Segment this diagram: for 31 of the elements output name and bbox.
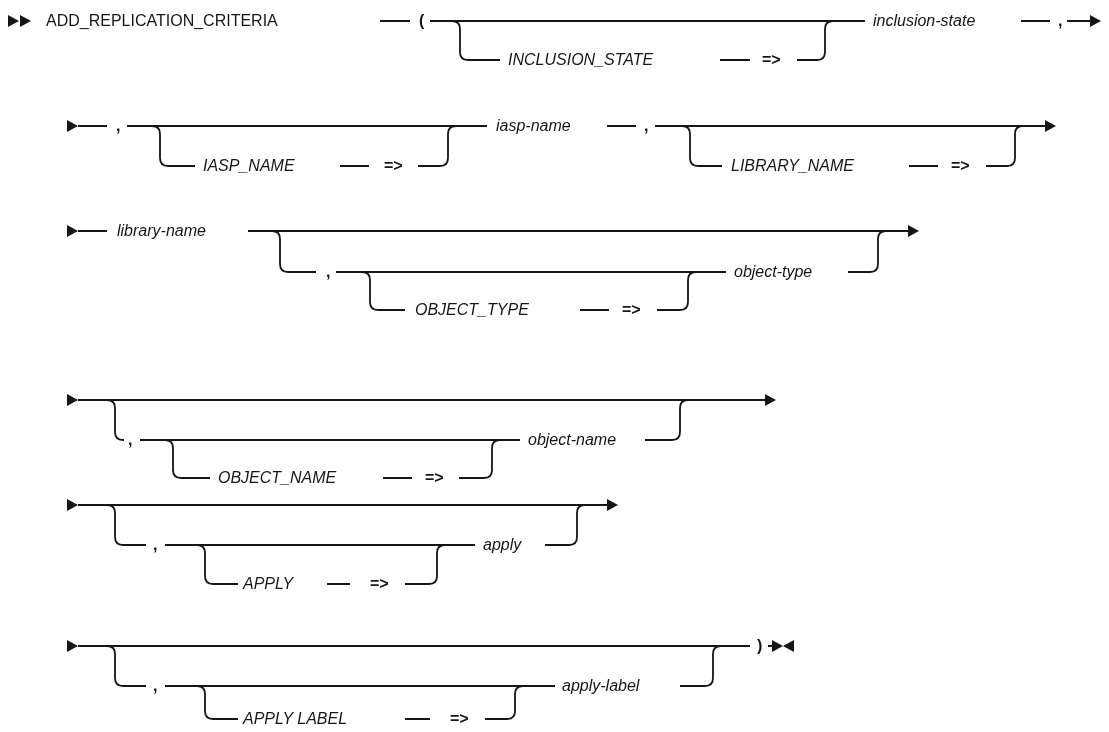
syntax-symbol: => xyxy=(370,575,389,593)
variable-name: iasp-name xyxy=(496,117,571,135)
syntax-symbol: , xyxy=(326,263,331,281)
parameter-keyword: APPLY LABEL xyxy=(243,710,348,728)
variable-name: inclusion-state xyxy=(873,12,976,30)
syntax-symbol: ( xyxy=(419,12,425,30)
syntax-symbol: , xyxy=(153,536,158,554)
syntax-symbol: => xyxy=(762,51,781,69)
parameter-keyword: APPLY xyxy=(243,575,294,593)
syntax-symbol: , xyxy=(116,117,121,135)
syntax-symbol: , xyxy=(1058,12,1063,30)
variable-name: object-type xyxy=(734,263,813,281)
variable-name: object-name xyxy=(528,431,617,449)
parameter-keyword: LIBRARY_NAME xyxy=(731,157,854,175)
parameter-keyword: OBJECT_TYPE xyxy=(415,301,529,319)
parameter-keyword: OBJECT_NAME xyxy=(218,469,337,487)
syntax-symbol: => xyxy=(622,301,641,319)
syntax-symbol: => xyxy=(425,469,444,487)
parameter-keyword: INCLUSION_STATE xyxy=(508,51,654,69)
syntax-symbol: => xyxy=(384,157,403,175)
variable-name: apply xyxy=(483,536,522,554)
syntax-symbol: => xyxy=(951,157,970,175)
variable-name: apply-label xyxy=(562,677,640,695)
syntax-symbol: => xyxy=(450,710,469,728)
syntax-symbol: ) xyxy=(757,637,763,655)
variable-name: library-name xyxy=(117,222,206,240)
syntax-symbol: , xyxy=(153,677,158,695)
command-keyword: ADD_REPLICATION_CRITERIA xyxy=(46,12,278,30)
parameter-keyword: IASP_NAME xyxy=(203,157,295,175)
syntax-symbol: , xyxy=(644,117,649,135)
syntax-symbol: , xyxy=(128,431,133,449)
